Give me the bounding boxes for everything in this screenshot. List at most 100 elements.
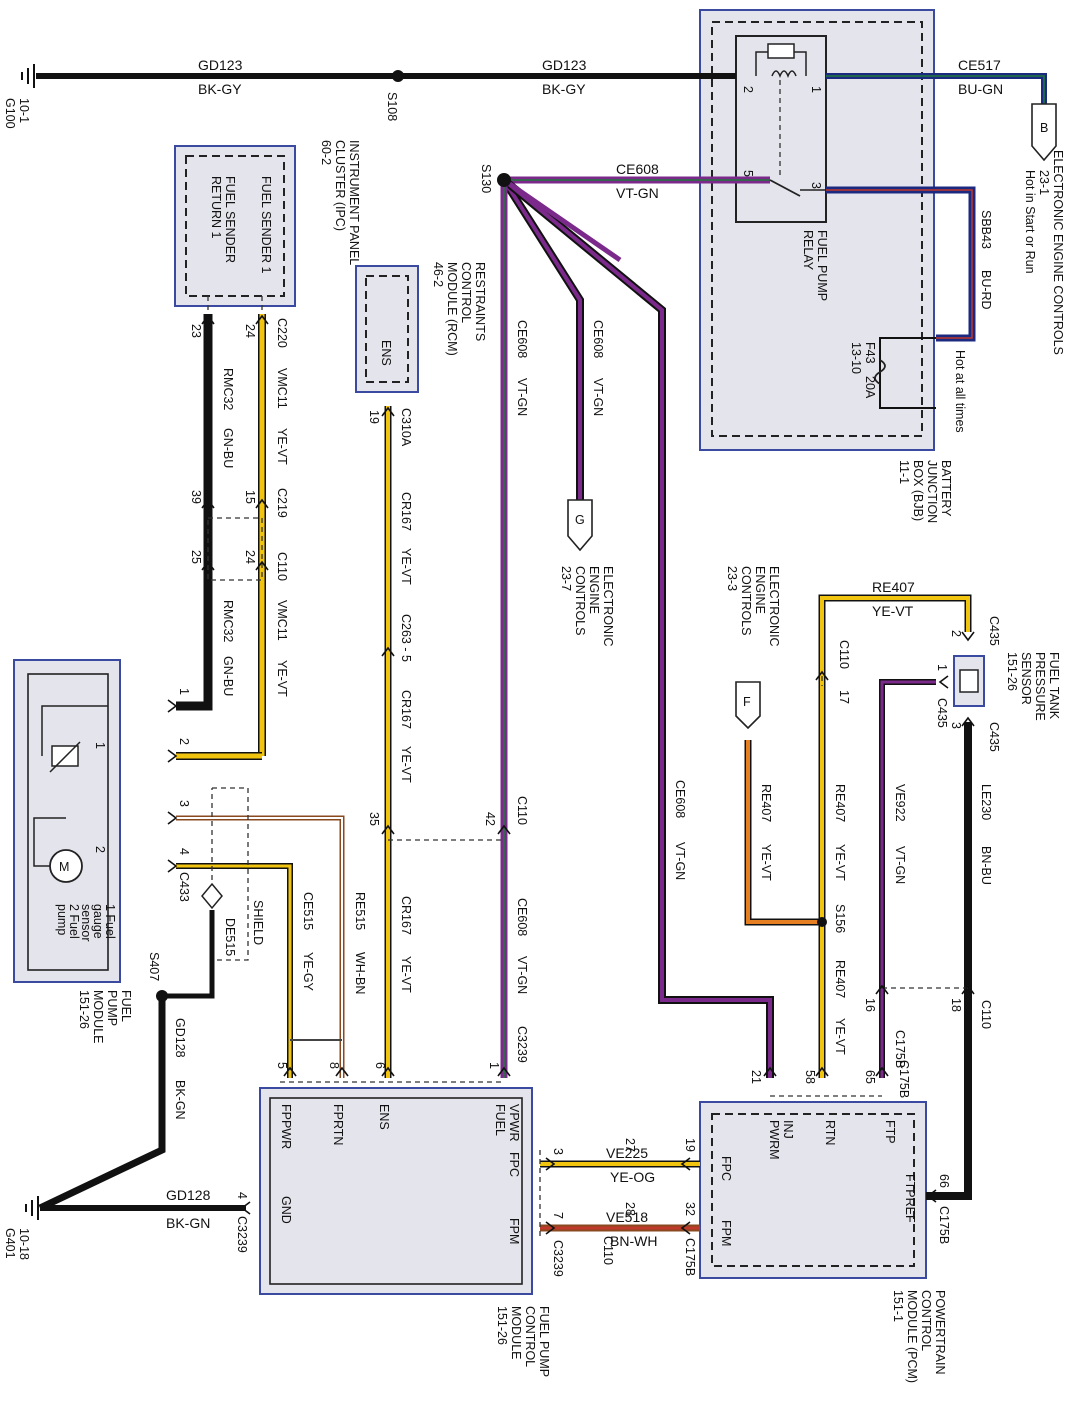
pcm-fpc: FPC (719, 1156, 733, 1181)
fpm-legend-1b: gauge (91, 904, 105, 939)
gd128-a-color: BK-GN (173, 1080, 187, 1120)
wire-rmc32 (176, 314, 213, 711)
fpcm-pin-7: 7 (551, 1212, 565, 1219)
fpcm-pin-6: 6 (373, 1062, 387, 1069)
ipc-inner (185, 155, 285, 297)
re407-f-color: YE-VT (759, 844, 773, 881)
rmc32-b-circuit: RMC32 (221, 600, 235, 642)
fpcm-pin-3: 3 (551, 1148, 565, 1155)
ipc-pin-b-2: RETURN 1 (209, 176, 223, 239)
fpcm-conn-gnd: C3239 (235, 1216, 249, 1253)
gd128-b-circuit: GD128 (166, 1187, 211, 1203)
relay-name-1: FUEL PUMP (815, 230, 829, 301)
relay-switch (769, 179, 801, 197)
fpcm-pin-1: 1 (487, 1062, 501, 1069)
pcm-inj: INJ (781, 1120, 795, 1139)
g401-ref: 10-18 (17, 1228, 31, 1260)
f43-rating: 20A (863, 376, 877, 399)
wire-re407-f (744, 740, 822, 926)
splice-s108-dot (392, 70, 404, 82)
pin-23: 23 (189, 324, 203, 338)
fpcm-pin-5: 5 (275, 1062, 289, 1069)
c310a-label: C310A (399, 408, 413, 447)
connector-g-label: G (575, 513, 585, 527)
c110-mid-label: C110 (515, 796, 529, 825)
fpcm-gnd: GND (279, 1196, 293, 1224)
fuse-f43-icon (874, 359, 886, 385)
pin-15: 15 (243, 490, 257, 504)
fpm-sensor-wire (41, 705, 108, 756)
eec-g-2: ENGINE (587, 566, 601, 614)
eec-g-3: CONTROLS (573, 566, 587, 635)
fpm-legend-1: 1 Fuel (103, 904, 117, 939)
ce517-color: BU-GN (958, 81, 1003, 97)
fpcm-fuel: FUEL (493, 1104, 507, 1136)
eec-g-1: ELECTRONIC (601, 566, 615, 647)
cr167-a-color: YE-VT (399, 548, 413, 585)
ce517-circuit: CE517 (958, 57, 1001, 73)
fpm-name-2: PUMP (105, 990, 119, 1026)
ce608-down-color: VT-GN (515, 378, 529, 416)
wire-de515 (162, 910, 215, 999)
rmc32-b-color: GN-BU (221, 656, 235, 696)
ce608-bottom-circuit: CE608 (515, 898, 529, 936)
fpcm-pin-8: 8 (327, 1062, 341, 1069)
ve518-color: BN-WH (610, 1233, 657, 1249)
pcm-pin-28: 28 (623, 1202, 637, 1216)
wire-re407-top-in (820, 596, 970, 680)
shield-label: SHIELD (251, 900, 265, 945)
relay-coil-icon (767, 43, 795, 59)
pcm-pin-32: 32 (683, 1202, 697, 1216)
relay-pin-1: 1 (809, 86, 823, 93)
gd128-a-circuit: GD128 (173, 1018, 187, 1058)
wire-ce608-g-in (502, 178, 582, 500)
pcm-ref: 151-1 (891, 1290, 905, 1322)
sbb43-color: BU-RD (979, 270, 993, 310)
c110-r2-label: C110 (979, 1000, 993, 1029)
connector-b-icon (1031, 103, 1057, 162)
c220-label: C220 (275, 318, 289, 348)
ground-top-icon (21, 64, 35, 88)
ftps-pin-1: 1 (935, 664, 949, 671)
le230-circuit: LE230 (979, 784, 993, 820)
ipc-name-2: CLUSTER (IPC) (333, 140, 347, 231)
gd123-left-circuit: GD123 (198, 57, 243, 73)
wire-ce517-stripe (826, 75, 1045, 104)
splice-s156-dot (817, 917, 827, 927)
rmc32-a-color: GN-BU (221, 428, 235, 468)
re515-color: WH-BN (353, 952, 367, 994)
ipc-pin-a: FUEL SENDER 1 (259, 176, 273, 274)
pcm-box (699, 1101, 927, 1279)
ipc-name-1: INSTRUMENT PANEL (347, 140, 361, 265)
fpcm-vpwr: VPWR (507, 1104, 521, 1142)
fpcm-fprtn: FPRTN (331, 1104, 345, 1145)
pcm-ftpref: FTPREF (903, 1174, 917, 1223)
fpm-pin-3: 3 (177, 800, 191, 807)
rcm-inner (365, 275, 409, 383)
ftps-element-icon (959, 669, 979, 693)
eec-f-2: ENGINE (753, 566, 767, 614)
connector-b-label: B (1040, 121, 1048, 135)
cr167-c-color: YE-VT (399, 956, 413, 993)
relay-coil-wire (755, 51, 768, 76)
relay-coil-wire2 (794, 51, 807, 76)
fpcm-fpc: FPC (507, 1152, 521, 1177)
pcm-name-1: POWERTRAIN (933, 1290, 947, 1375)
pin-16: 16 (863, 998, 877, 1012)
ground-bottom-icon (25, 1196, 39, 1220)
splice-s407-dot (156, 990, 168, 1002)
bjb-inner (711, 21, 923, 437)
rotated-labels: G100 10-1 S108 S130 ELECTRONIC ENGINE CO… (3, 86, 1065, 1383)
fpcm-box (259, 1087, 533, 1295)
fpcm-fpm: FPM (507, 1218, 521, 1244)
pcm-rtn: RTN (823, 1120, 837, 1145)
pin-35: 35 (367, 812, 381, 826)
s108-label: S108 (385, 92, 399, 121)
pin-24b: 24 (243, 550, 257, 564)
fpcm-fppwr: FPPWR (279, 1104, 293, 1149)
pcm-fpm: FPM (719, 1220, 733, 1246)
ce608-top-color: VT-GN (616, 185, 659, 201)
rmc32-a-circuit: RMC32 (221, 368, 235, 410)
g401-id: G401 (3, 1228, 17, 1259)
c175b-r-label: C175B (893, 1030, 907, 1068)
